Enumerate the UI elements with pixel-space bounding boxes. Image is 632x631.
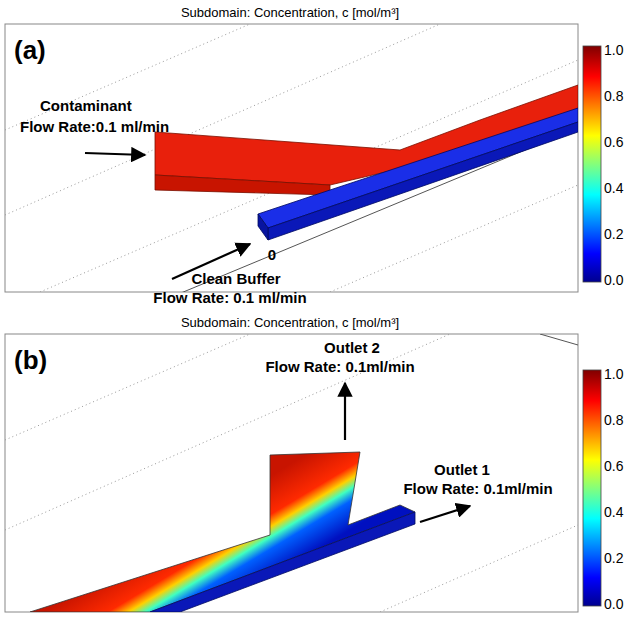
colorbar-tick: 0.6 bbox=[604, 458, 623, 474]
outlet-name: Outlet 2 bbox=[324, 339, 380, 356]
colorbar-tick: 0.8 bbox=[604, 412, 623, 428]
inlet-name: Contaminant bbox=[40, 97, 132, 114]
colorbar-tick: 0.6 bbox=[604, 134, 623, 150]
colorbar-tick: 0.0 bbox=[604, 272, 623, 288]
colorbar-tick: 1.0 bbox=[604, 366, 623, 382]
colorbar-tick: 0.2 bbox=[604, 550, 623, 566]
flow-arrows-b bbox=[345, 383, 470, 522]
colorbar-tick: 0.8 bbox=[604, 88, 623, 104]
channel-illustration-b bbox=[5, 334, 578, 612]
channel-illustration-a bbox=[5, 24, 578, 292]
flow-arrows-a bbox=[85, 153, 250, 279]
inlet-name: Clean Buffer bbox=[191, 270, 280, 287]
colorbar-b bbox=[583, 370, 601, 606]
outlet-name: Outlet 1 bbox=[434, 461, 490, 478]
flow-rate: Flow Rate: 0.1ml/min bbox=[265, 358, 414, 375]
plot-title: Subdomain: Concentration, c [mol/m³] bbox=[181, 6, 399, 21]
colorbar-tick: 1.0 bbox=[604, 42, 623, 58]
colorbar-tick: 0.0 bbox=[604, 596, 623, 612]
colorbar-tick: 0.4 bbox=[604, 180, 623, 196]
flow-rate: Flow Rate: 0.1 ml/min bbox=[153, 289, 306, 306]
panel-letter: (b) bbox=[14, 346, 47, 376]
panel-a-frame bbox=[5, 24, 578, 292]
colorbar-tick: 0.2 bbox=[604, 226, 623, 242]
colorbar-a bbox=[583, 46, 601, 282]
origin-number: 0 bbox=[268, 246, 276, 263]
flow-rate: Flow Rate:0.1 ml/min bbox=[20, 118, 169, 135]
flow-rate: Flow Rate: 0.1ml/min bbox=[403, 480, 552, 497]
plot-title: Subdomain: Concentration, c [mol/m³] bbox=[181, 316, 399, 331]
panel-letter: (a) bbox=[14, 36, 46, 66]
colorbar-tick: 0.4 bbox=[604, 504, 623, 520]
panel-b-frame bbox=[5, 334, 578, 612]
